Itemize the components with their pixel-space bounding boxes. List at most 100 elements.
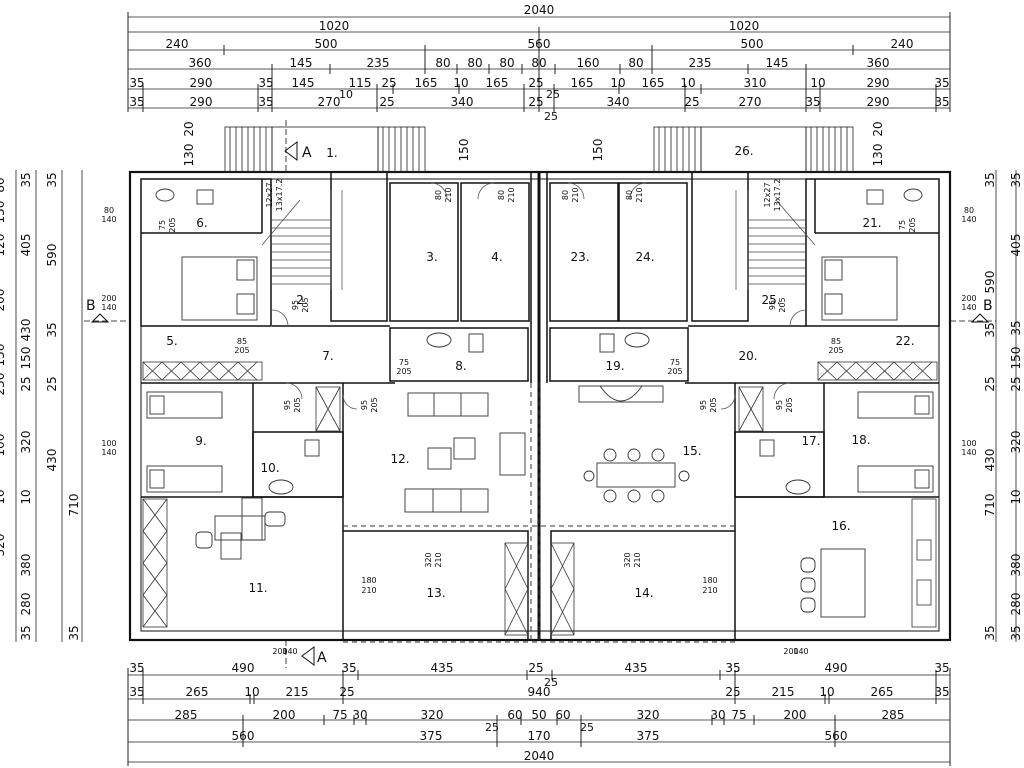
svg-text:30: 30 [710, 708, 725, 722]
svg-text:215: 215 [286, 685, 309, 699]
svg-text:340: 340 [451, 95, 474, 109]
svg-text:80: 80 [561, 190, 570, 200]
bottom-dimension-ticks [127, 668, 951, 766]
svg-text:290: 290 [190, 95, 213, 109]
svg-text:210: 210 [507, 187, 516, 202]
svg-text:25: 25 [580, 721, 594, 734]
svg-text:35: 35 [1009, 172, 1023, 187]
svg-text:140: 140 [961, 215, 976, 224]
svg-text:150: 150 [19, 347, 33, 370]
svg-text:95: 95 [291, 300, 300, 310]
svg-text:150: 150 [591, 139, 605, 162]
left-dimension-labels: 80 150 120 200 150 250 100 10 320 35 405… [0, 172, 81, 640]
svg-text:80: 80 [497, 190, 506, 200]
svg-text:235: 235 [367, 56, 390, 70]
svg-text:490: 490 [232, 661, 255, 675]
svg-text:35: 35 [934, 685, 949, 699]
svg-text:320: 320 [637, 708, 660, 722]
svg-text:280: 280 [1009, 593, 1023, 616]
svg-text:320: 320 [424, 552, 433, 567]
sofa-bottom [404, 488, 489, 513]
svg-text:320: 320 [0, 534, 7, 557]
svg-text:75: 75 [158, 220, 167, 230]
room-23: 23. [570, 250, 589, 264]
svg-text:140: 140 [101, 448, 116, 457]
svg-text:10: 10 [810, 76, 825, 90]
room-16: 16. [831, 519, 850, 533]
svg-text:240: 240 [891, 37, 914, 51]
office-desk [214, 515, 266, 541]
room-26: 26. [734, 144, 753, 158]
svg-text:320: 320 [19, 431, 33, 454]
svg-text:435: 435 [625, 661, 648, 675]
svg-text:200: 200 [272, 647, 287, 656]
svg-text:10: 10 [819, 685, 834, 699]
svg-text:210: 210 [702, 586, 717, 595]
svg-text:75: 75 [731, 708, 746, 722]
coffee-table-2 [453, 437, 476, 460]
room-14: 14. [634, 586, 653, 600]
svg-text:320: 320 [623, 552, 632, 567]
svg-text:140: 140 [961, 303, 976, 312]
svg-text:205: 205 [234, 346, 249, 355]
overhang-dashes [343, 383, 735, 643]
svg-text:215: 215 [772, 685, 795, 699]
svg-text:145: 145 [292, 76, 315, 90]
svg-text:140: 140 [101, 303, 116, 312]
svg-text:25: 25 [725, 685, 740, 699]
svg-text:25: 25 [684, 95, 699, 109]
svg-text:180: 180 [702, 576, 717, 585]
svg-text:200: 200 [273, 708, 296, 722]
svg-text:405: 405 [1009, 234, 1023, 257]
interior-stairs [261, 190, 816, 290]
svg-text:25: 25 [544, 110, 558, 123]
svg-text:10: 10 [339, 88, 353, 101]
svg-text:430: 430 [19, 319, 33, 342]
svg-text:560: 560 [825, 729, 848, 743]
svg-text:35: 35 [805, 95, 820, 109]
single-bed-left-2 [146, 465, 223, 493]
svg-text:290: 290 [867, 95, 890, 109]
svg-text:165: 165 [486, 76, 509, 90]
svg-text:85: 85 [237, 337, 247, 346]
svg-text:320: 320 [1009, 431, 1023, 454]
svg-text:320: 320 [421, 708, 444, 722]
svg-text:25: 25 [528, 95, 543, 109]
room-25: 25. [761, 293, 780, 307]
svg-text:25: 25 [485, 721, 499, 734]
svg-text:205: 205 [396, 367, 411, 376]
svg-text:35: 35 [45, 322, 59, 337]
svg-text:13x17.2: 13x17.2 [275, 179, 284, 212]
room-22: 22. [895, 334, 914, 348]
svg-text:80: 80 [499, 56, 514, 70]
svg-text:35: 35 [934, 76, 949, 90]
svg-text:150: 150 [1009, 347, 1023, 370]
svg-text:205: 205 [785, 397, 794, 412]
svg-text:35: 35 [934, 95, 949, 109]
svg-text:25: 25 [528, 76, 543, 90]
svg-text:75: 75 [898, 220, 907, 230]
svg-text:200: 200 [101, 294, 116, 303]
svg-text:95: 95 [360, 400, 369, 410]
double-bed-left [181, 256, 258, 321]
svg-text:430: 430 [983, 449, 997, 472]
svg-text:205: 205 [778, 297, 787, 312]
svg-text:35: 35 [67, 625, 81, 640]
dim-top-total: 2040 [524, 3, 555, 17]
svg-text:270: 270 [318, 95, 341, 109]
svg-text:85: 85 [831, 337, 841, 346]
svg-text:100: 100 [101, 439, 116, 448]
kitchen-island [820, 548, 866, 618]
svg-text:200: 200 [783, 647, 798, 656]
svg-text:405: 405 [19, 234, 33, 257]
svg-text:375: 375 [637, 729, 660, 743]
svg-text:80: 80 [104, 206, 114, 215]
section-mark-b-right: B [983, 298, 993, 314]
svg-text:35: 35 [129, 685, 144, 699]
svg-text:12x27: 12x27 [763, 182, 772, 207]
svg-text:210: 210 [434, 552, 443, 567]
section-mark-b-left: B [86, 298, 96, 314]
svg-text:205: 205 [168, 217, 177, 232]
svg-text:380: 380 [19, 554, 33, 577]
svg-text:560: 560 [528, 37, 551, 51]
